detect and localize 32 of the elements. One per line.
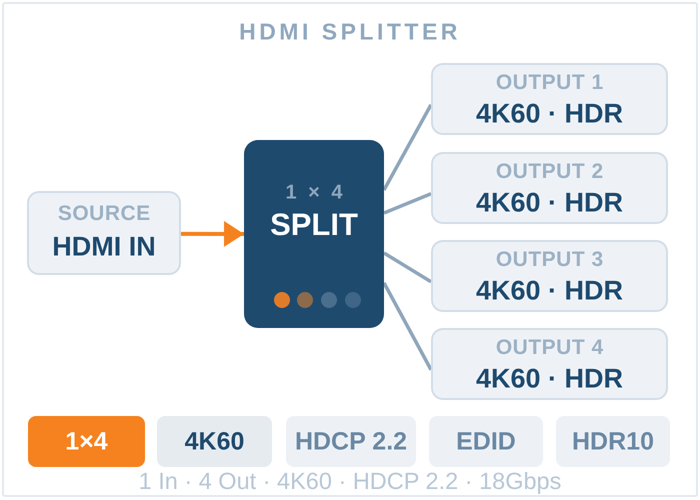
node-label: 4K60 · HDR xyxy=(476,275,624,307)
node-heading: OUTPUT 4 xyxy=(496,336,604,360)
node-label: 4K60 · HDR xyxy=(476,98,624,130)
output-box xyxy=(431,328,668,400)
feature-tag xyxy=(28,416,145,467)
arrow xyxy=(181,220,244,247)
node-heading: OUTPUT 1 xyxy=(496,70,604,96)
splitter-box xyxy=(244,140,384,328)
source-box xyxy=(27,191,181,275)
feature-tag xyxy=(157,416,272,467)
output-box xyxy=(431,240,668,312)
node-label: 4K60 · HDR xyxy=(476,363,624,395)
tag-label: EDID xyxy=(456,427,516,456)
tag-label: 4K60 xyxy=(184,427,244,456)
tag-label: 1×4 xyxy=(65,427,108,456)
tag-label: HDCP 2.2 xyxy=(294,427,408,456)
node-heading: SOURCE xyxy=(58,202,151,226)
node-heading: 1 × 4 xyxy=(285,182,346,204)
connector-line xyxy=(383,192,432,215)
node-heading: OUTPUT 3 xyxy=(496,248,604,272)
connector-line xyxy=(383,252,432,284)
output-box xyxy=(431,63,668,135)
tag-label: HDR10 xyxy=(572,427,654,456)
node-label: 4K60 · HDR xyxy=(476,187,624,219)
output-box xyxy=(431,152,668,224)
node-label: SPLIT xyxy=(270,207,358,243)
caption-text: 1 In · 4 Out · 4K60 · HDCP 2.2 · 18Gbps xyxy=(138,469,562,495)
node-label: HDMI IN xyxy=(52,231,156,263)
connector-line xyxy=(382,104,433,191)
node-heading: OUTPUT 2 xyxy=(496,160,604,184)
diagram-title: HDMI SPLITTER xyxy=(239,18,461,46)
connector-line xyxy=(382,282,433,371)
